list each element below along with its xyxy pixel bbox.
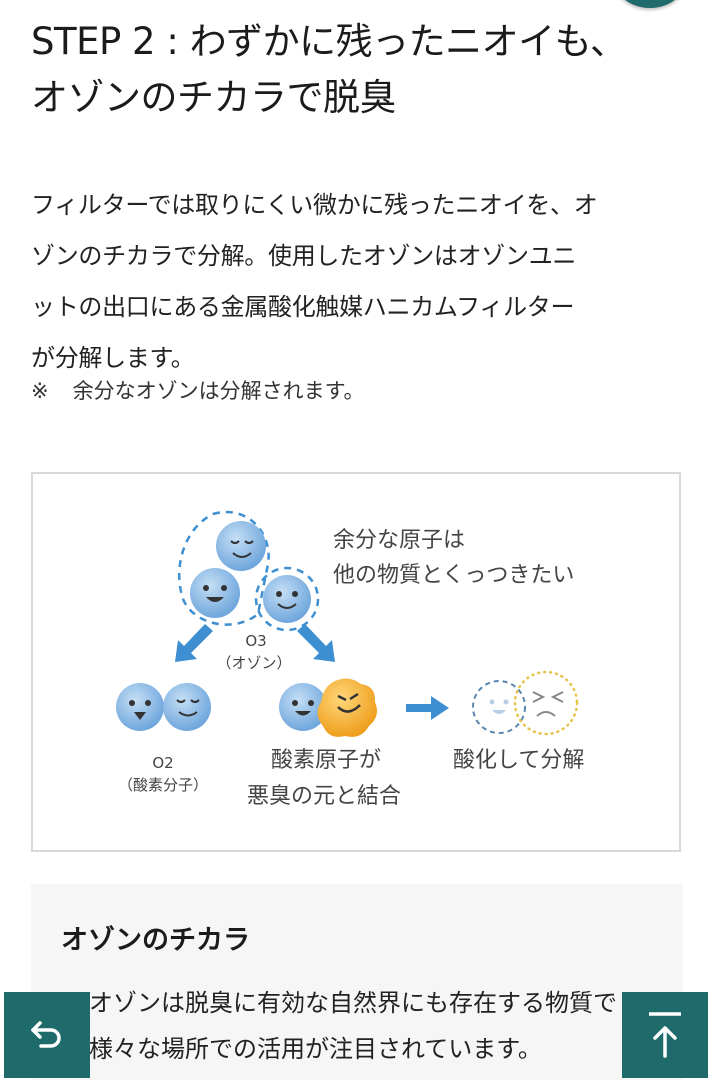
- back-button[interactable]: [4, 992, 90, 1078]
- note-text: 余分なオゾンは分解されます。: [72, 379, 365, 403]
- caption-line-1: 余分な原子は: [333, 528, 466, 553]
- paragraph-line: ゾンのチカラで分解。使用したオゾンはオゾンユニ: [31, 242, 577, 270]
- description-paragraph: フィルターでは取りにくい微かに残ったニオイを、オ ゾンのチカラで分解。使用したオ…: [31, 180, 691, 384]
- info-box-text: オゾンは脱臭に有効な自然界にも存在する物質で 様々な場所での活用が注目されていま…: [89, 980, 649, 1072]
- o3-molecule-icon: [178, 510, 320, 632]
- split-arrows-icon: [175, 624, 335, 662]
- bonded-odor-icon: [279, 678, 377, 737]
- o2-label: O2: [152, 754, 174, 772]
- scroll-top-icon: [649, 1012, 681, 1058]
- paragraph-line: ットの出口にある金属酸化触媒ハニカムフィルター: [31, 293, 575, 321]
- result-label: 酸化して分解: [453, 748, 585, 773]
- o2-sub-label: （酸素分子）: [117, 776, 208, 794]
- ozone-info-box: オゾンのチカラ オゾンは脱臭に有効な自然界にも存在する物質で 様々な場所での活用…: [31, 884, 683, 1080]
- step-title: STEP 2 : わずかに残ったニオイも、 オゾンのチカラで脱臭: [31, 14, 701, 126]
- info-line-1: オゾンは脱臭に有効な自然界にも存在する物質で: [89, 989, 617, 1017]
- o3-sub-label: （オゾン）: [216, 654, 292, 672]
- back-arrow-icon: [31, 1021, 61, 1048]
- decomposed-icon: [472, 670, 579, 736]
- title-line-2: オゾンのチカラで脱臭: [31, 76, 397, 119]
- caption-line-2: 他の物質とくっつきたい: [333, 563, 575, 588]
- o2-molecule-icon: [116, 683, 211, 731]
- bond-label-line-1: 酸素原子が: [271, 748, 382, 773]
- info-line-2: 様々な場所での活用が注目されています。: [89, 1035, 542, 1063]
- paragraph-line: が分解します。: [31, 344, 195, 372]
- o3-label: O3: [245, 632, 267, 650]
- diagram-graphic: [116, 510, 579, 737]
- info-box-title: オゾンのチカラ: [61, 925, 250, 956]
- right-arrow-icon: [406, 696, 449, 720]
- ozone-diagram: 余分な原子は 他の物質とくっつきたい O3 （オゾン） O2 （酸素分子） 酸素…: [31, 472, 681, 852]
- title-line-1: STEP 2 : わずかに残ったニオイも、: [31, 20, 627, 63]
- bond-label-line-2: 悪臭の元と結合: [247, 784, 402, 809]
- scroll-to-top-button[interactable]: [622, 992, 708, 1078]
- menu-button-partial[interactable]: [612, 0, 688, 8]
- paragraph-line: フィルターでは取りにくい微かに残ったニオイを、オ: [31, 191, 598, 219]
- footnote: ※ 余分なオゾンは分解されます。: [31, 373, 365, 409]
- note-mark: ※: [31, 379, 49, 403]
